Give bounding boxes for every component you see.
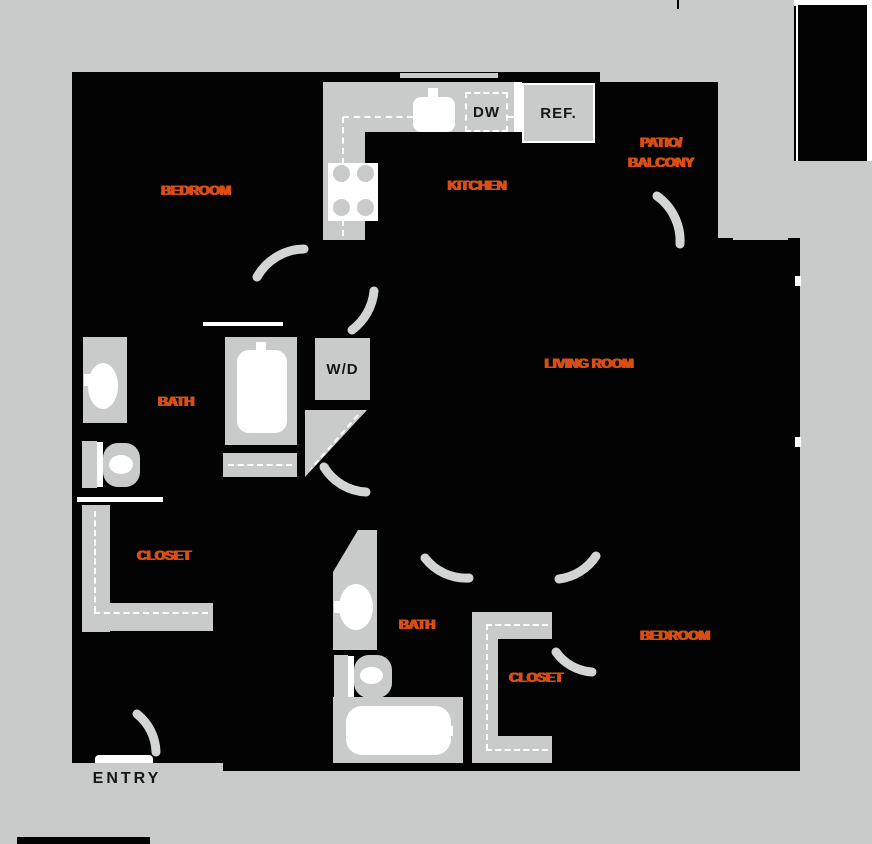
bottom-edge-bar <box>17 837 150 844</box>
angled-wall-wd <box>305 410 367 477</box>
tub-1-faucet-icon <box>256 342 266 354</box>
stove-icon <box>328 163 378 221</box>
room-label-closet-2: CLOSET <box>509 669 563 685</box>
room-label-bath-1: BATH <box>158 393 194 409</box>
bathtub-2-icon <box>346 706 451 755</box>
bath-1-sink-icon <box>88 363 118 409</box>
sink-faucet-icon <box>428 88 438 100</box>
toilet-1-bowl <box>109 455 133 474</box>
door-arc-patio <box>652 191 685 249</box>
closet-1-shelf-horizontal <box>82 603 213 631</box>
toilet-1-gap <box>97 442 103 487</box>
counter-dashed-line-h2 <box>508 116 523 118</box>
adjacent-unit-block <box>798 5 867 161</box>
unit-floor-patio <box>600 82 718 238</box>
room-label-kitchen: KITCHEN <box>447 177 507 193</box>
stove-burner <box>333 165 350 182</box>
door-arc-closet-2 <box>551 647 597 677</box>
closet-2-rod-dash-top <box>486 624 548 626</box>
toilet-2-bowl <box>360 667 383 684</box>
toilet-1-tank <box>82 441 97 488</box>
closet-2-rod-dash-bottom <box>486 749 548 751</box>
living-window-tick-1 <box>795 276 801 286</box>
kitchen-sink-icon <box>413 97 455 132</box>
stove-burner <box>333 199 350 216</box>
bath-1-faucet-icon <box>84 374 97 386</box>
closet-1-rod-dash-v <box>94 511 96 612</box>
stove-burner <box>357 199 374 216</box>
dishwasher-label: DW <box>473 103 500 121</box>
adjacent-unit-wall-line <box>794 6 796 161</box>
kitchen-window <box>400 73 498 78</box>
room-label-living-room: LIVING ROOM <box>544 355 634 371</box>
door-arc-bath-2 <box>420 553 474 583</box>
door-arc-bedroom-1 <box>252 244 309 282</box>
living-window-tick-2 <box>795 437 801 447</box>
toilet-2-gap <box>348 656 354 697</box>
washer-dryer: W/D <box>315 338 370 400</box>
angled-wall-wd-dash <box>309 414 359 471</box>
room-label-bath-2: BATH <box>399 616 435 632</box>
refrigerator: REF. <box>522 83 595 143</box>
bath-1-door-opening <box>77 497 163 502</box>
entry-door-opening <box>95 755 153 763</box>
room-label-bedroom-2: BEDROOM <box>640 627 710 643</box>
refrigerator-label: REF. <box>540 104 577 122</box>
bath-2-sink-icon <box>339 584 373 630</box>
room-label-bedroom-1: BEDROOM <box>161 182 231 198</box>
door-arc-bedroom-2 <box>554 551 601 584</box>
washer-dryer-label: W/D <box>326 360 359 378</box>
stove-burner <box>357 165 374 182</box>
dishwasher: DW <box>465 92 508 132</box>
room-label-patio-line2: BALCONY <box>628 154 694 170</box>
counter-dashed-line-h <box>343 116 413 118</box>
living-room-window <box>733 234 788 240</box>
closet-1-rod-dash-h <box>94 612 208 614</box>
bath-1-shelf-dash <box>228 464 292 466</box>
door-arc-entry <box>132 709 161 757</box>
room-label-closet-1: CLOSET <box>137 547 191 563</box>
toilet-2-tank <box>334 655 348 698</box>
bedroom-1-door-header <box>203 322 283 326</box>
closet-2-rod-dash-v <box>486 624 488 750</box>
room-label-patio-line1: PATIO/ <box>640 134 682 150</box>
counter-fridge-gap <box>514 82 522 132</box>
door-arc-hall-bath-1 <box>347 286 379 335</box>
door-arc-wd <box>319 462 371 497</box>
top-wall-tick <box>677 0 679 9</box>
unit-floor-bottom-step <box>223 763 600 771</box>
bathtub-1-icon <box>237 350 287 433</box>
entry-label: ENTRY <box>92 770 162 787</box>
unit-floor-right <box>600 238 800 771</box>
